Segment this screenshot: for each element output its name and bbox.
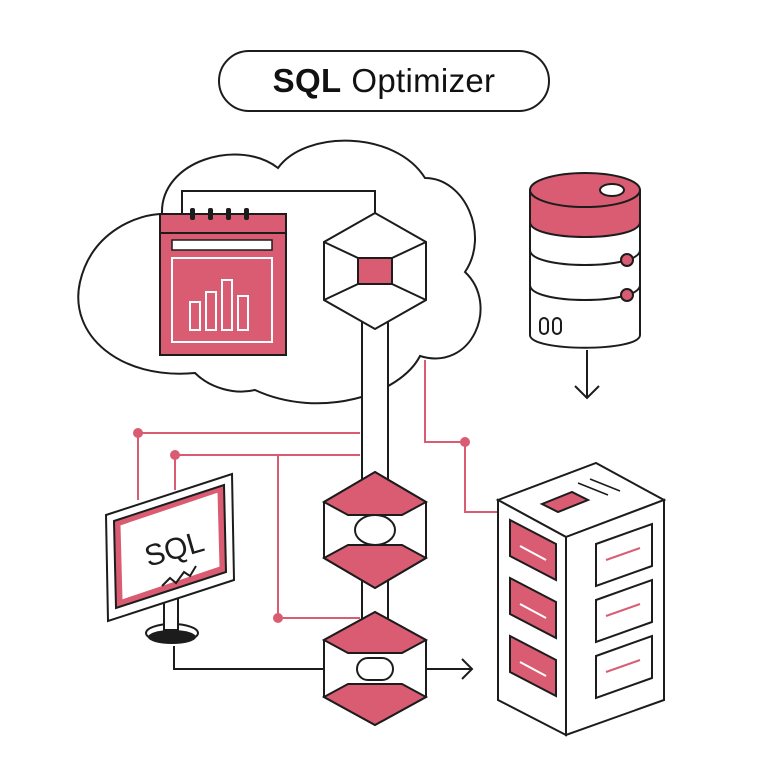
right-arrow-icon [426, 658, 474, 680]
dashboard-link-line [181, 190, 376, 218]
trend-line-icon [161, 565, 197, 587]
title-pill: SQL Optimizer [218, 50, 550, 112]
pink-line-right [424, 360, 505, 513]
hexagon-node-bottom [321, 610, 429, 727]
bar-chart-icon [189, 279, 249, 331]
dashboard-window-icon [159, 208, 287, 356]
hexagon-node-middle [321, 470, 429, 590]
pink-line-middle [175, 454, 360, 619]
server-rack-icon [495, 461, 667, 737]
hexagon-node-top [323, 211, 427, 331]
down-arrow-icon [574, 350, 600, 400]
title-rest: Optimizer [351, 62, 496, 99]
pink-line-left [137, 432, 360, 500]
monitor-icon: SQL [104, 472, 236, 644]
database-cylinder-icon [529, 172, 641, 349]
monitor-link-line [173, 646, 324, 670]
connection-dots [133, 428, 470, 623]
title-bold: SQL [272, 62, 342, 99]
